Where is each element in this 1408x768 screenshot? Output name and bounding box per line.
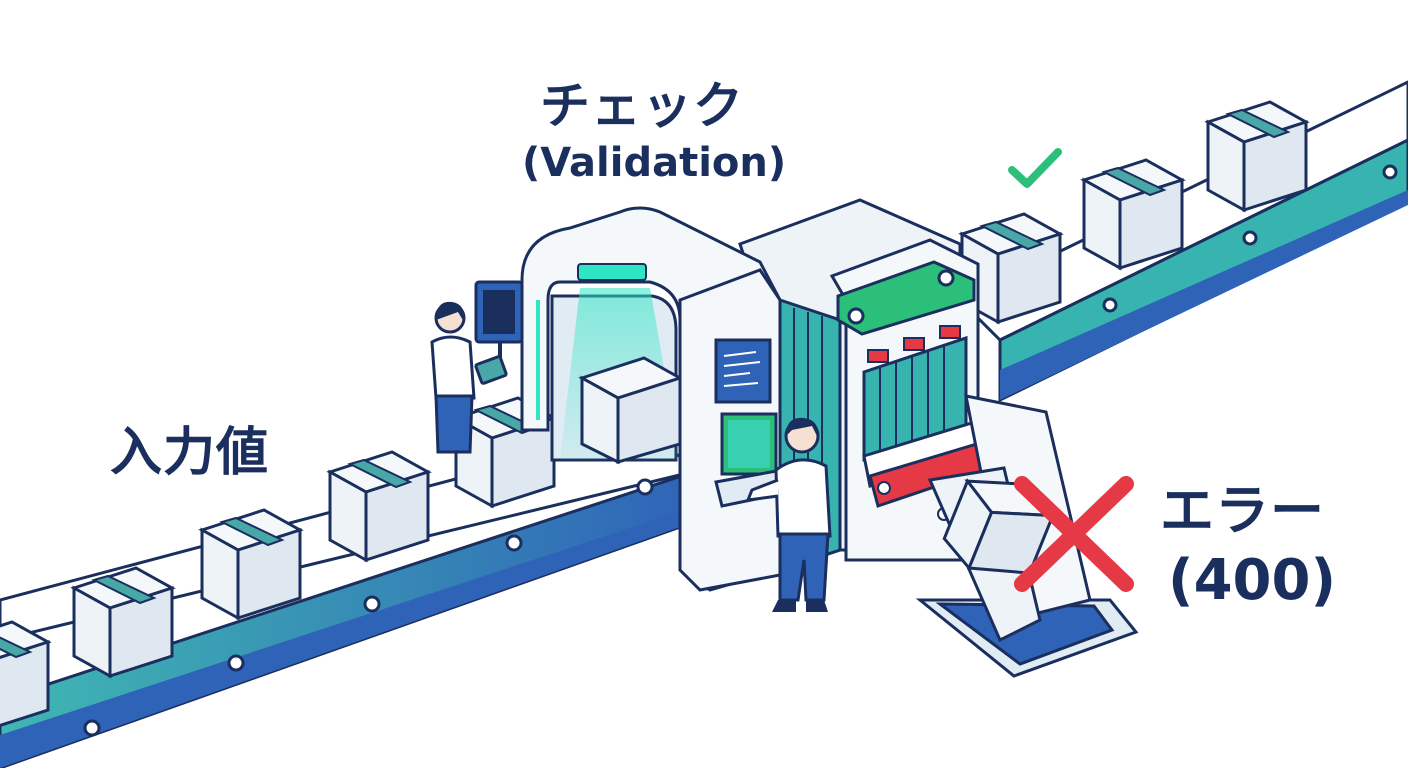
input-value-label: 入力値 <box>110 423 270 483</box>
accepted-box <box>958 212 1064 325</box>
check-icon <box>1008 148 1062 188</box>
inspector-person <box>430 280 524 454</box>
input-box <box>0 620 52 728</box>
error-label: エラー <box>1160 479 1325 542</box>
operator-person <box>745 417 832 612</box>
input-box <box>70 566 176 679</box>
input-box <box>326 450 432 563</box>
accepted-box <box>1080 158 1186 271</box>
input-box <box>198 508 304 621</box>
accepted-box <box>1204 100 1310 213</box>
validation-subtitle: (Validation) <box>522 140 787 186</box>
validation-title: チェック <box>540 77 744 135</box>
error-code-label: (400) <box>1168 548 1337 613</box>
reject-chute <box>915 394 1139 678</box>
validation-gate <box>520 198 962 592</box>
cross-icon <box>1014 476 1134 592</box>
